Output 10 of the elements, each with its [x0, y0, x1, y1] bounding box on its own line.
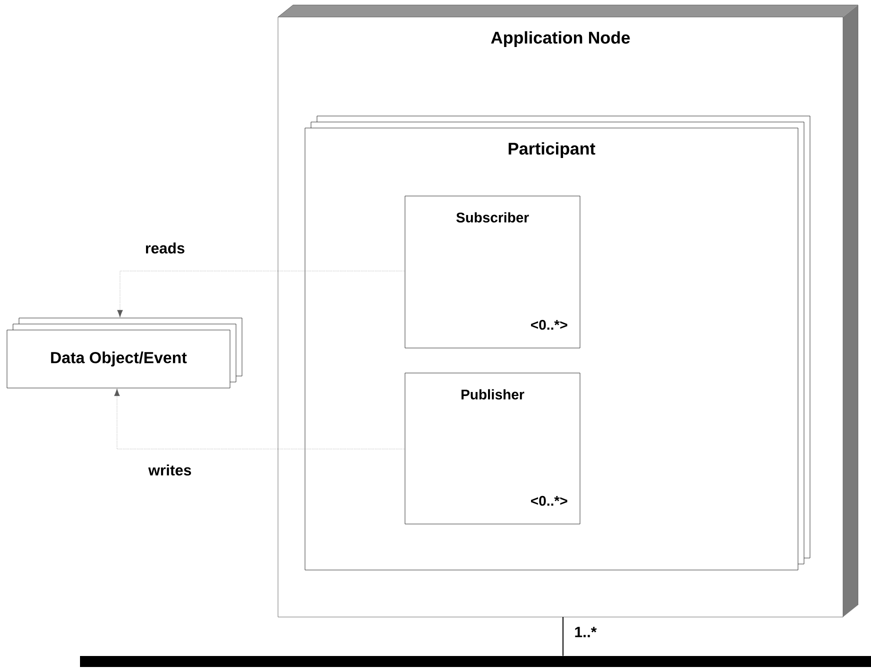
box: Publisher <0..*>: [404, 372, 580, 524]
arrow: [117, 270, 405, 318]
edge-label: reads: [144, 242, 186, 254]
bus-bar: [80, 656, 871, 667]
arrow: [114, 388, 405, 450]
edge-label: 1..*: [573, 626, 598, 638]
stacked-box: Data Object/Event: [6, 318, 242, 388]
connector-line: [562, 616, 564, 656]
edge-label: writes: [147, 464, 193, 477]
box: Subscriber <0..*>: [404, 196, 580, 348]
